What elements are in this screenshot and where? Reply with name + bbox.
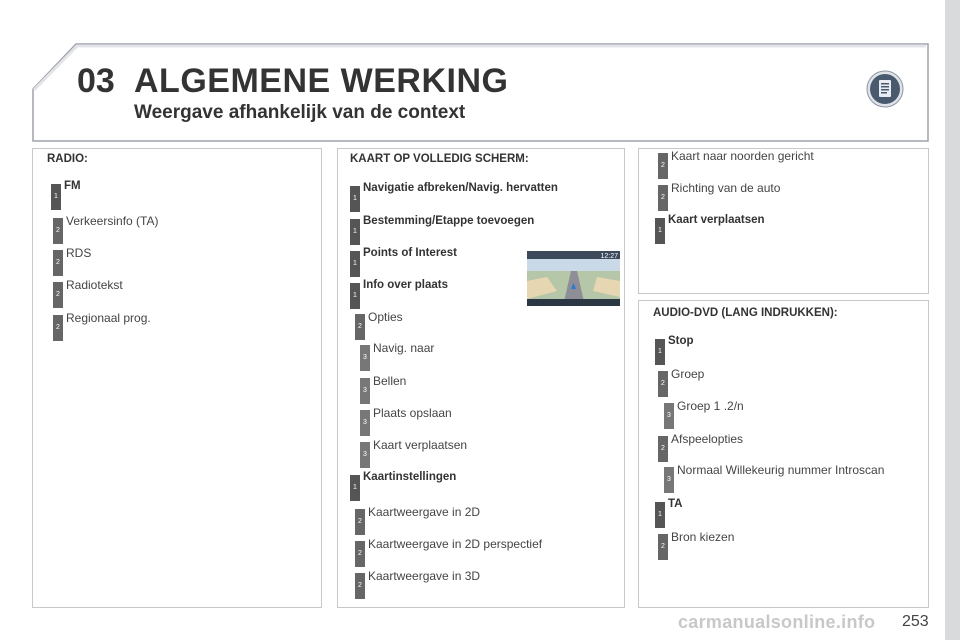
menu-level-marker: 2 (355, 573, 365, 599)
menu-level-marker: 3 (360, 378, 370, 404)
menu-level-marker: 3 (664, 467, 674, 493)
radio-panel (32, 148, 322, 608)
menu-item-label: Points of Interest (363, 247, 457, 259)
menu-item-label: Kaart verplaatsen (668, 214, 765, 226)
menu-item-label: Kaartinstellingen (363, 471, 457, 483)
fullmap-heading: KAART OP VOLLEDIG SCHERM: (350, 153, 529, 165)
page-subtitle: Weergave afhankelijk van de context (134, 102, 466, 123)
menu-item-label: Verkeersinfo (TA) (66, 214, 159, 228)
page-edge-strip (945, 0, 960, 640)
mapopts-panel (638, 148, 929, 294)
menu-level-marker: 2 (658, 153, 668, 179)
menu-level-marker: 1 (655, 502, 665, 528)
menu-level-marker: 2 (355, 541, 365, 567)
menu-level-marker: 2 (53, 218, 63, 244)
menu-level-marker: 2 (53, 282, 63, 308)
menu-item-label: Bestemming/Etappe toevoegen (363, 215, 535, 227)
menu-level-marker: 1 (655, 339, 665, 365)
menu-item-label: Opties (368, 310, 403, 324)
menu-item-label: Kaartweergave in 2D perspectief (368, 537, 543, 551)
menu-item-label: Regionaal prog. (66, 311, 151, 325)
menu-level-marker: 3 (360, 442, 370, 468)
menu-level-marker: 3 (360, 410, 370, 436)
menu-level-marker: 1 (350, 186, 360, 212)
menu-level-marker: 2 (658, 436, 668, 462)
menu-level-marker: 1 (350, 251, 360, 277)
map-screen-thumbnail: 12:27 (527, 251, 620, 306)
menu-item-label: Bron kiezen (671, 530, 735, 544)
menu-item-label: Groep 1 .2/n (677, 399, 744, 413)
menu-level-marker: 2 (355, 314, 365, 340)
audio-panel (638, 300, 929, 608)
page-number: 253 (902, 613, 929, 630)
menu-item-label: Kaartweergave in 2D (368, 505, 481, 519)
map-clock: 12:27 (600, 253, 618, 260)
menu-level-marker: 3 (360, 345, 370, 371)
menu-item-label: Afspeelopties (671, 432, 744, 446)
menu-level-marker: 2 (53, 250, 63, 276)
menu-item-label: Navig. naar (373, 341, 435, 355)
menu-item-label: Navigatie afbreken/Navig. hervatten (363, 182, 558, 194)
menu-level-marker: 1 (350, 475, 360, 501)
menu-item-label: RDS (66, 246, 92, 260)
fullmap-panel (337, 148, 625, 608)
page-title: ALGEMENE WERKING (134, 62, 509, 100)
menu-item-label: TA (668, 498, 683, 510)
menu-item-label: Info over plaats (363, 279, 448, 291)
chapter-number: 03 (77, 62, 115, 100)
menu-level-marker: 2 (658, 185, 668, 211)
manual-book-icon (866, 70, 904, 108)
menu-level-marker: 3 (664, 403, 674, 429)
menu-item-label: Radiotekst (66, 278, 123, 292)
menu-item-label: Richting van de auto (671, 181, 781, 195)
menu-item-label: FM (64, 180, 81, 192)
menu-level-marker: 1 (350, 283, 360, 309)
menu-level-marker: 1 (51, 184, 61, 210)
menu-item-label: Stop (668, 335, 694, 347)
menu-item-label: Kaartweergave in 3D (368, 569, 481, 583)
menu-item-label: Normaal Willekeurig nummer Introscan (677, 463, 885, 477)
menu-level-marker: 1 (350, 219, 360, 245)
menu-level-marker: 2 (658, 371, 668, 397)
menu-item-label: Groep (671, 367, 705, 381)
menu-level-marker: 2 (53, 315, 63, 341)
menu-item-label: Kaart naar noorden gericht (671, 149, 814, 163)
radio-heading: RADIO: (47, 153, 88, 165)
menu-level-marker: 1 (655, 218, 665, 244)
menu-item-label: Plaats opslaan (373, 406, 452, 420)
menu-item-label: Kaart verplaatsen (373, 438, 468, 452)
menu-item-label: Bellen (373, 374, 407, 388)
menu-level-marker: 2 (355, 509, 365, 535)
watermark: carmanualsonline.info (678, 612, 876, 632)
menu-level-marker: 2 (658, 534, 668, 560)
audio-heading: AUDIO-DVD (LANG INDRUKKEN): (653, 307, 838, 319)
header-frame (32, 43, 929, 142)
